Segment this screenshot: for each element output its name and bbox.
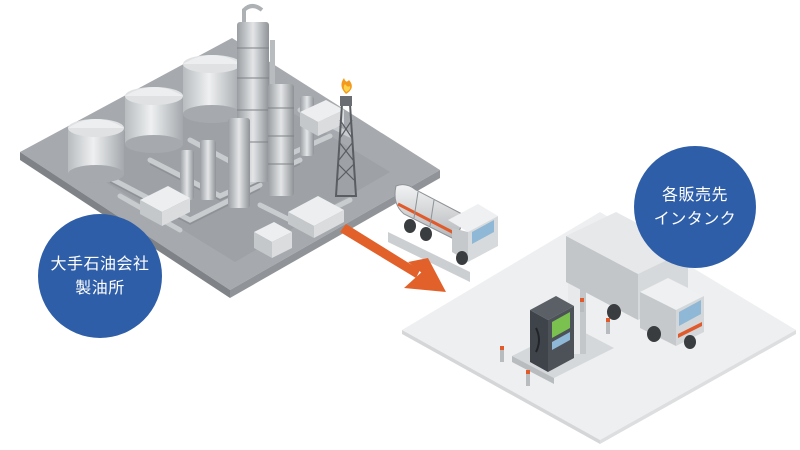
refinery-label-bubble: 大手石油会社 製油所 xyxy=(38,214,162,338)
storage-tank-3 xyxy=(183,55,241,123)
delivery-arrow xyxy=(340,224,446,292)
refinery-building-3 xyxy=(288,196,344,238)
distillation-column-mid xyxy=(268,84,294,196)
storage-tank-2 xyxy=(125,87,183,153)
fuel-dispenser xyxy=(530,296,574,372)
bollards xyxy=(500,298,610,386)
station-label-line-2: インタンク xyxy=(653,209,737,228)
refinery-label-line-1: 大手石油会社 xyxy=(50,254,150,273)
storage-tank-1 xyxy=(68,119,124,183)
refinery-label-line-2: 製油所 xyxy=(75,278,125,297)
tank-lorry-illustration xyxy=(388,184,498,282)
box-truck xyxy=(566,212,704,349)
gas-station-illustration xyxy=(402,212,796,444)
station-label-bubble: 各販売先 インタンク xyxy=(634,146,756,268)
station-label-line-1: 各販売先 xyxy=(661,185,728,204)
refinery-building-2 xyxy=(254,222,292,258)
flare-stack xyxy=(334,78,358,197)
refinery-building-4 xyxy=(300,100,344,136)
refinery-building-1 xyxy=(140,186,190,226)
